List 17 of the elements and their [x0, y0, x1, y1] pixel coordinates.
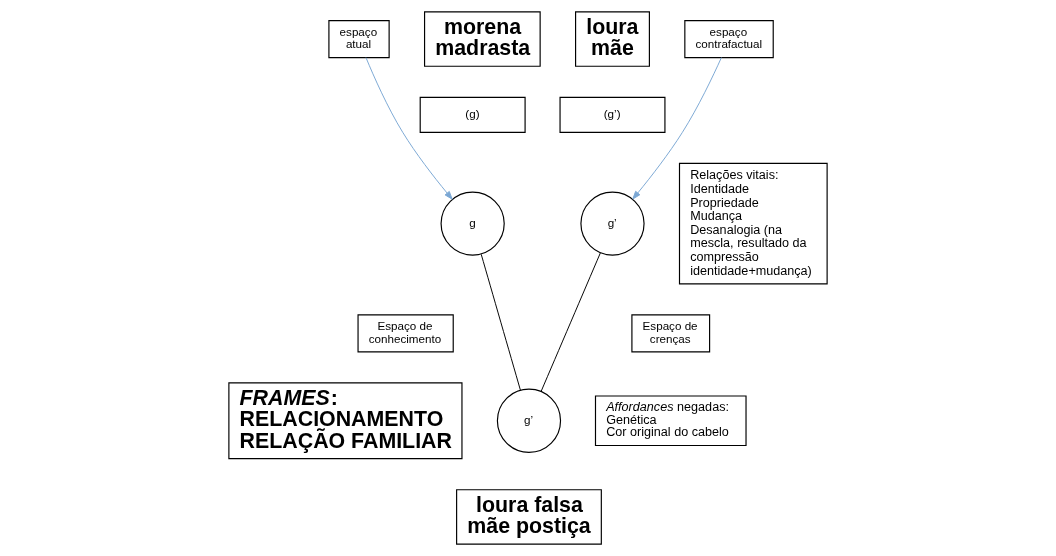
node-box: (g)	[419, 96, 526, 133]
node-box: FRAMES: RELACIONAMENTO RELAÇÃO FAMILIAR	[228, 382, 463, 460]
node-box: Relações vitais: Identidade Propriedade Mudança Desanalogia (na mescla, resultado da compressão identidade+mudança)	[678, 162, 828, 285]
node-box: (g’)	[559, 96, 666, 133]
arrow	[632, 57, 722, 200]
node-box: Espaço de conhecimento	[357, 314, 454, 353]
node-box: loura falsa mãe postiça	[456, 489, 602, 545]
connector	[540, 252, 601, 392]
node-box: Espaço de crenças	[631, 314, 711, 353]
node-box: morena madrasta	[424, 11, 541, 67]
node-circle: g’	[496, 388, 562, 453]
node-box: loura mãe	[575, 11, 650, 67]
arrow	[365, 57, 453, 200]
node-box: espaço contrafactual	[684, 20, 774, 59]
connector	[480, 253, 521, 391]
node-box: Affordances negadas: Genética Cor original do cabelo	[594, 395, 747, 447]
node-box: espaço atual	[328, 20, 390, 59]
